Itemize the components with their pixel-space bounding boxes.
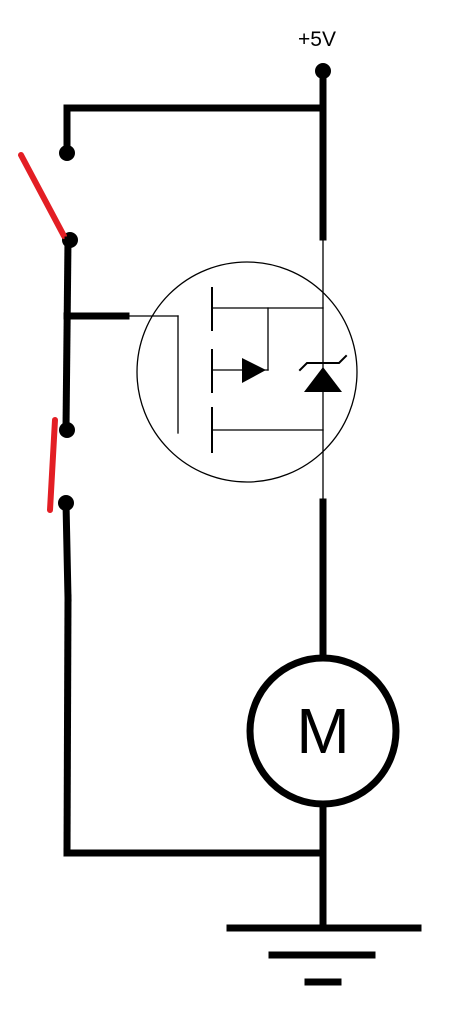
bottom-switch-contact-upper [59,422,75,438]
zener-diode-bar [298,354,348,372]
left-return-wire [63,594,72,857]
left-rail-upper-wire [62,236,72,432]
zener-diode-triangle [304,367,342,392]
top-switch-contact-upper [59,145,75,161]
mosfet [125,236,358,503]
mosfet-body-circle [136,261,358,483]
left-rail-lower-wire [62,499,72,602]
supply-voltage-label: +5V [298,28,336,51]
ground-symbol [226,924,422,986]
top-switch [18,145,78,248]
bottom-switch [47,417,75,513]
mosfet-body-arrow [242,358,266,383]
motor: M [246,654,400,808]
motor-label: M [296,695,349,767]
top-switch-lever [18,152,67,239]
bottom-switch-lever [47,417,58,513]
